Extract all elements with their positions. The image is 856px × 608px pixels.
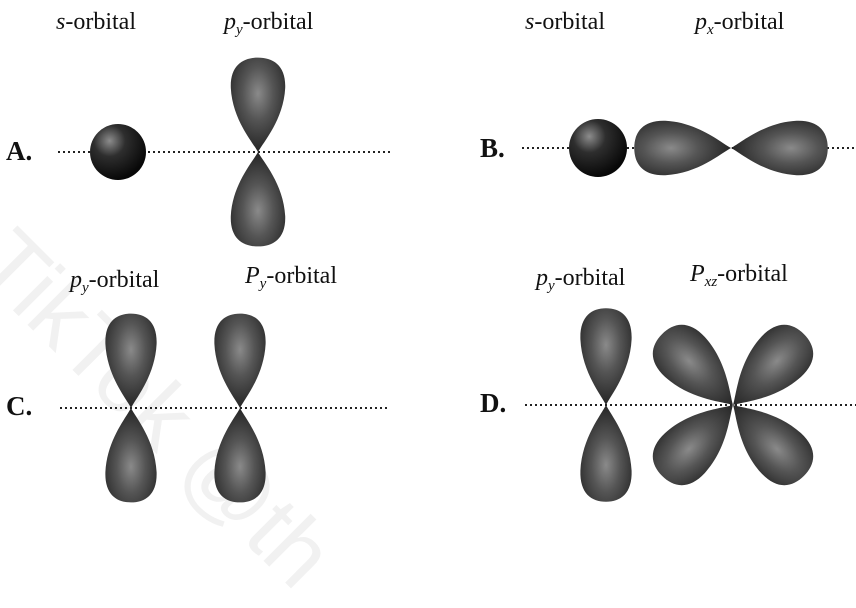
option-d-letter: D. <box>480 390 506 417</box>
option-c-py-orbital-left <box>105 314 156 503</box>
option-a-left-label: s-orbital <box>56 10 136 34</box>
option-c-py-orbital-right <box>214 314 265 503</box>
option-a-right-label: py-orbital <box>224 10 313 34</box>
option-d-right-label: Pxz-orbital <box>690 262 788 286</box>
option-b-s-orbital <box>569 119 627 177</box>
option-b-right-label: px-orbital <box>695 10 784 34</box>
option-c-figure <box>60 314 390 503</box>
option-a-s-orbital <box>90 124 146 180</box>
option-b-letter: B. <box>480 135 505 162</box>
orbital-diagram <box>0 0 856 505</box>
option-d-figure <box>525 308 856 502</box>
option-c-letter: C. <box>6 393 32 420</box>
option-c-right-label: Py-orbital <box>245 264 337 288</box>
option-d-left-label: py-orbital <box>536 266 625 290</box>
option-a-figure <box>58 58 390 247</box>
option-b-figure <box>522 119 856 177</box>
option-b-left-label: s-orbital <box>525 10 605 34</box>
option-c-left-label: py-orbital <box>70 268 159 292</box>
option-d-py-orbital <box>580 308 631 502</box>
option-a-letter: A. <box>6 138 32 165</box>
option-b-px-orbital <box>634 121 828 175</box>
